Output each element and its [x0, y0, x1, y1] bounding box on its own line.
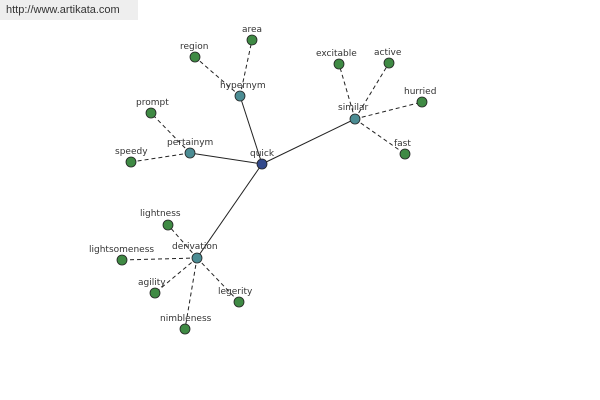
leaf-node-hurried[interactable]: hurried [404, 87, 436, 108]
leaf-dot-region[interactable] [189, 51, 201, 63]
leaf-dot-active[interactable] [383, 57, 395, 69]
relation-label-hypernym: hypernym [220, 81, 266, 91]
leaf-dot-lightsomeness[interactable] [116, 254, 128, 266]
edge-quick-pertainym [189, 152, 263, 165]
leaf-dot-fast[interactable] [399, 148, 411, 160]
leaf-label-area: area [242, 25, 262, 35]
leaf-label-excitable: excitable [316, 49, 357, 59]
relation-node-similar[interactable]: similar [338, 103, 368, 125]
leaf-label-lightness: lightness [140, 209, 181, 219]
leaf-dot-lightness[interactable] [162, 219, 174, 231]
url-banner[interactable]: http://www.artikata.com [0, 0, 138, 20]
relation-node-hypernym[interactable]: hypernym [220, 81, 266, 102]
root-node-quick[interactable]: quick [250, 149, 275, 170]
edge-pertainym-speedy [130, 152, 191, 163]
leaf-node-fast[interactable]: fast [394, 139, 411, 160]
leaf-node-excitable[interactable]: excitable [316, 49, 357, 70]
leaf-node-prompt[interactable]: prompt [136, 98, 169, 119]
leaf-node-speedy[interactable]: speedy [115, 147, 148, 168]
edge-derivation-agility [154, 257, 198, 294]
relation-label-pertainym: pertainym [167, 138, 213, 148]
relation-label-derivation: derivation [172, 242, 218, 252]
leaf-dot-nimbleness[interactable] [179, 323, 191, 335]
relation-dot-similar[interactable] [349, 113, 361, 125]
leaf-label-prompt: prompt [136, 98, 169, 108]
leaf-node-active[interactable]: active [374, 48, 402, 69]
leaf-node-area[interactable]: area [242, 25, 262, 46]
leaf-label-lightsomeness: lightsomeness [89, 245, 154, 255]
leaf-node-legerity[interactable]: legerity [218, 287, 253, 308]
leaf-label-region: region [180, 42, 208, 52]
leaf-dot-agility[interactable] [149, 287, 161, 299]
leaf-dot-prompt[interactable] [145, 107, 157, 119]
leaf-label-nimbleness: nimbleness [160, 314, 212, 324]
leaf-label-legerity: legerity [218, 287, 253, 297]
edge-similar-hurried [354, 101, 423, 120]
edge-quick-similar [261, 118, 356, 165]
edge-hypernym-area [239, 39, 253, 97]
leaf-label-fast: fast [394, 139, 411, 149]
leaf-label-agility: agility [138, 278, 166, 288]
edge-derivation-lightsomeness [121, 257, 198, 261]
leaf-label-hurried: hurried [404, 87, 436, 97]
leaf-label-speedy: speedy [115, 147, 148, 157]
edge-derivation-nimbleness [184, 257, 198, 330]
relation-node-pertainym[interactable]: pertainym [167, 138, 213, 159]
relation-node-derivation[interactable]: derivation [172, 242, 218, 264]
root-label-quick: quick [250, 149, 275, 159]
leaf-dot-legerity[interactable] [233, 296, 245, 308]
relation-dot-pertainym[interactable] [184, 147, 196, 159]
edge-quick-hypernym [239, 95, 263, 165]
edge-similar-excitable [338, 63, 356, 120]
edge-quick-derivation [196, 163, 263, 259]
leaf-node-lightsomeness[interactable]: lightsomeness [89, 245, 154, 266]
leaf-node-lightness[interactable]: lightness [140, 209, 181, 231]
leaf-dot-excitable[interactable] [333, 58, 345, 70]
relation-dot-hypernym[interactable] [234, 90, 246, 102]
leaf-node-region[interactable]: region [180, 42, 208, 63]
edge-pertainym-prompt [150, 112, 191, 154]
leaf-dot-speedy[interactable] [125, 156, 137, 168]
edge-similar-fast [354, 118, 406, 155]
edge-hypernym-region [194, 56, 241, 97]
leaf-node-nimbleness[interactable]: nimbleness [160, 314, 212, 335]
relation-dot-derivation[interactable] [191, 252, 203, 264]
leaf-dot-hurried[interactable] [416, 96, 428, 108]
leaf-node-agility[interactable]: agility [138, 278, 166, 299]
edge-similar-active [354, 62, 390, 120]
leaf-dot-area[interactable] [246, 34, 258, 46]
root-dot-quick[interactable] [256, 158, 268, 170]
edge-derivation-lightness [167, 224, 198, 259]
leaf-label-active: active [374, 48, 402, 58]
relation-label-similar: similar [338, 103, 368, 113]
edge-derivation-legerity [196, 257, 240, 303]
